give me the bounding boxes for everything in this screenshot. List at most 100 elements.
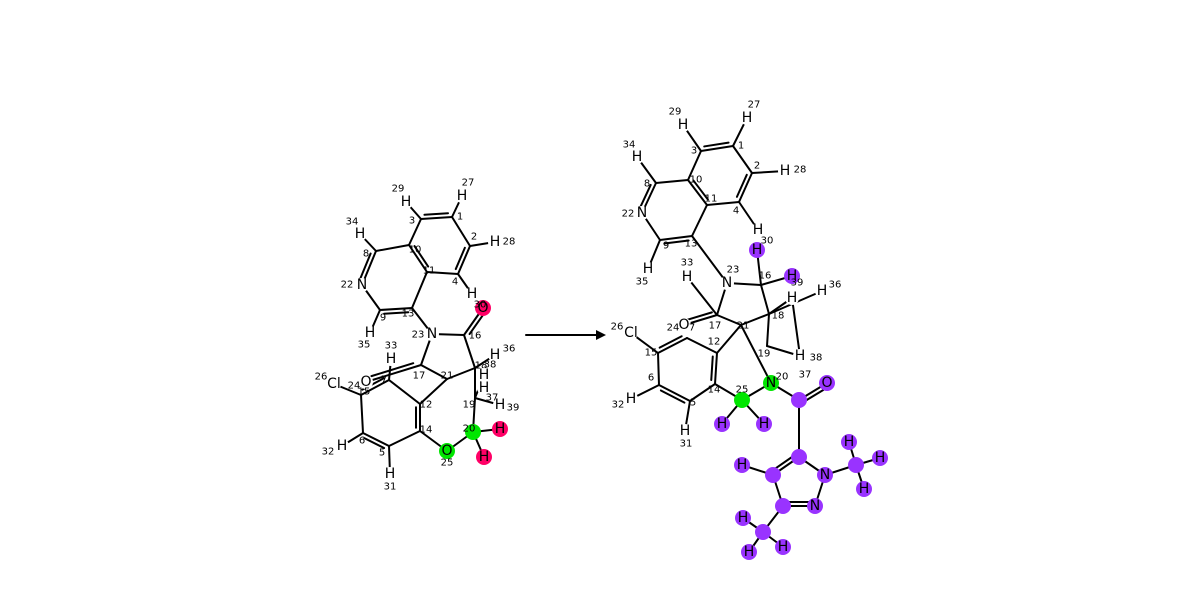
right-atom-index: 19 (758, 349, 771, 360)
right-atom-index: 7 (689, 323, 695, 334)
right-atom-index: 23 (727, 265, 740, 276)
right-atom-index: 21 (737, 321, 750, 332)
left-atom-index: 20 (463, 424, 476, 435)
right-atom-symbol: N (820, 467, 830, 483)
left-atom-34: H34 (346, 217, 367, 242)
right-atom-index: 16 (759, 271, 772, 282)
right-atom-symbol: H (737, 457, 748, 473)
right-atom-highlight (714, 416, 730, 432)
left-atom-index: 2 (471, 232, 477, 243)
right-atom-index: 17 (709, 321, 722, 332)
right-atom-symbol: H (844, 434, 855, 450)
left-double-bond-17-24 (370, 362, 415, 378)
right-atom-10: 10 (690, 175, 703, 186)
left-atom-highlight (492, 421, 508, 437)
right-bond-7-15 (657, 337, 688, 354)
left-atom-38: H38 (477, 360, 497, 383)
left-atom-22: N22 (341, 277, 369, 293)
left-atom-index: 38 (484, 360, 497, 371)
right-atom-30: H30 (749, 236, 773, 258)
right-atom-index: 14 (708, 385, 721, 396)
right-atom-index: 10 (690, 175, 703, 186)
right-atom-32: H32 (612, 391, 638, 411)
right-atom-highlight (791, 449, 807, 465)
right-atom-highlight (756, 416, 772, 432)
right-atom-33: H33 (680, 258, 694, 285)
left-bond-11-10 (408, 244, 428, 273)
right-atom-5: 5 (690, 398, 696, 409)
left-atom-19: 19 (463, 400, 476, 411)
right-atom-highlight (749, 242, 765, 258)
left-bond-2-4 (457, 245, 471, 275)
right-atom-highlight (791, 392, 807, 408)
right-atom-index: 18 (772, 311, 785, 322)
right-double-bond-C2-C5 (772, 454, 795, 471)
left-atom-index: 6 (359, 436, 365, 447)
right-atom-symbol: H (795, 348, 806, 364)
right-bond-4-11 (706, 201, 740, 206)
right-atom-symbol: H (759, 416, 770, 432)
right-double-bond-2-4 (735, 173, 748, 198)
right-atom-index: 27 (748, 100, 761, 111)
right-atom-symbol: H (682, 269, 693, 285)
left-atom-symbol: H (355, 226, 366, 242)
left-double-bond-2-4 (454, 246, 466, 271)
right-atom-31: H31 (678, 423, 692, 450)
left-atom-32: H32 (322, 438, 349, 458)
left-atom-20: 20 (463, 424, 481, 440)
right-atom-index: 13 (685, 239, 698, 250)
right-bond-15-6 (657, 352, 660, 386)
right-atom-symbol: H (744, 544, 755, 560)
left-atom-4: 4 (452, 277, 458, 288)
right-atom-7: 7 (689, 323, 695, 334)
right-atom-11: 11 (705, 194, 718, 205)
left-atom-index: 36 (503, 344, 516, 355)
right-atom-15: 15 (645, 348, 658, 359)
right-atom-symbol: H (632, 149, 643, 165)
right-atom-34: H34 (623, 140, 644, 165)
left-atom-index: 39 (507, 403, 520, 414)
right-bond-12-7 (686, 337, 718, 354)
right-atom-N1: N (817, 467, 833, 483)
left-bond-3-1 (420, 216, 453, 220)
right-atom-index: 9 (663, 241, 669, 252)
left-bond-13-11 (411, 271, 428, 309)
left-atom-23: N23 (412, 326, 439, 342)
left-atom-symbol: O (477, 300, 488, 316)
right-atom-symbol: H (778, 539, 789, 555)
left-atom-symbol: H (337, 438, 348, 454)
right-atom-symbol: H (626, 391, 637, 407)
left-atom-27: H27 (455, 178, 474, 204)
left-atom-index: 14 (420, 425, 433, 436)
left-atom-index: 30 (474, 300, 487, 311)
right-atom-18: 18 (772, 311, 785, 322)
right-atom-index: 36 (829, 280, 842, 291)
left-bond-12-7 (388, 379, 421, 405)
left-atom-11: 11 (423, 266, 436, 277)
left-atom-highlight (475, 300, 491, 316)
right-atom-highlight (856, 481, 872, 497)
left-atom-index: 18 (475, 361, 488, 372)
left-atom-symbol: H (479, 367, 490, 383)
left-atom-1: 1 (457, 212, 463, 223)
right-atom-index: 11 (705, 194, 718, 205)
right-atom-24: O24 (667, 317, 691, 334)
right-atom-symbol: H (717, 416, 728, 432)
left-atom-index: 29 (392, 184, 405, 195)
left-atom-index: 33 (385, 341, 398, 352)
right-atom-C1 (791, 392, 807, 408)
left-atom-symbol: H (495, 421, 506, 437)
right-atom-highlight (734, 392, 750, 408)
left-bond-5-14 (388, 430, 421, 447)
left-atom-symbol: Cl (327, 376, 341, 392)
right-atom-C6 (755, 524, 771, 540)
right-atom-2: 2 (754, 161, 760, 172)
right-atom-22: N22 (622, 205, 649, 221)
right-double-bond-7-15 (658, 335, 683, 349)
right-double-bond-11-10 (692, 179, 709, 201)
right-atom-highlight (734, 457, 750, 473)
left-atom-index: 3 (409, 216, 415, 227)
left-atom-14: 14 (420, 425, 433, 436)
left-atom-symbol: H (467, 286, 478, 302)
